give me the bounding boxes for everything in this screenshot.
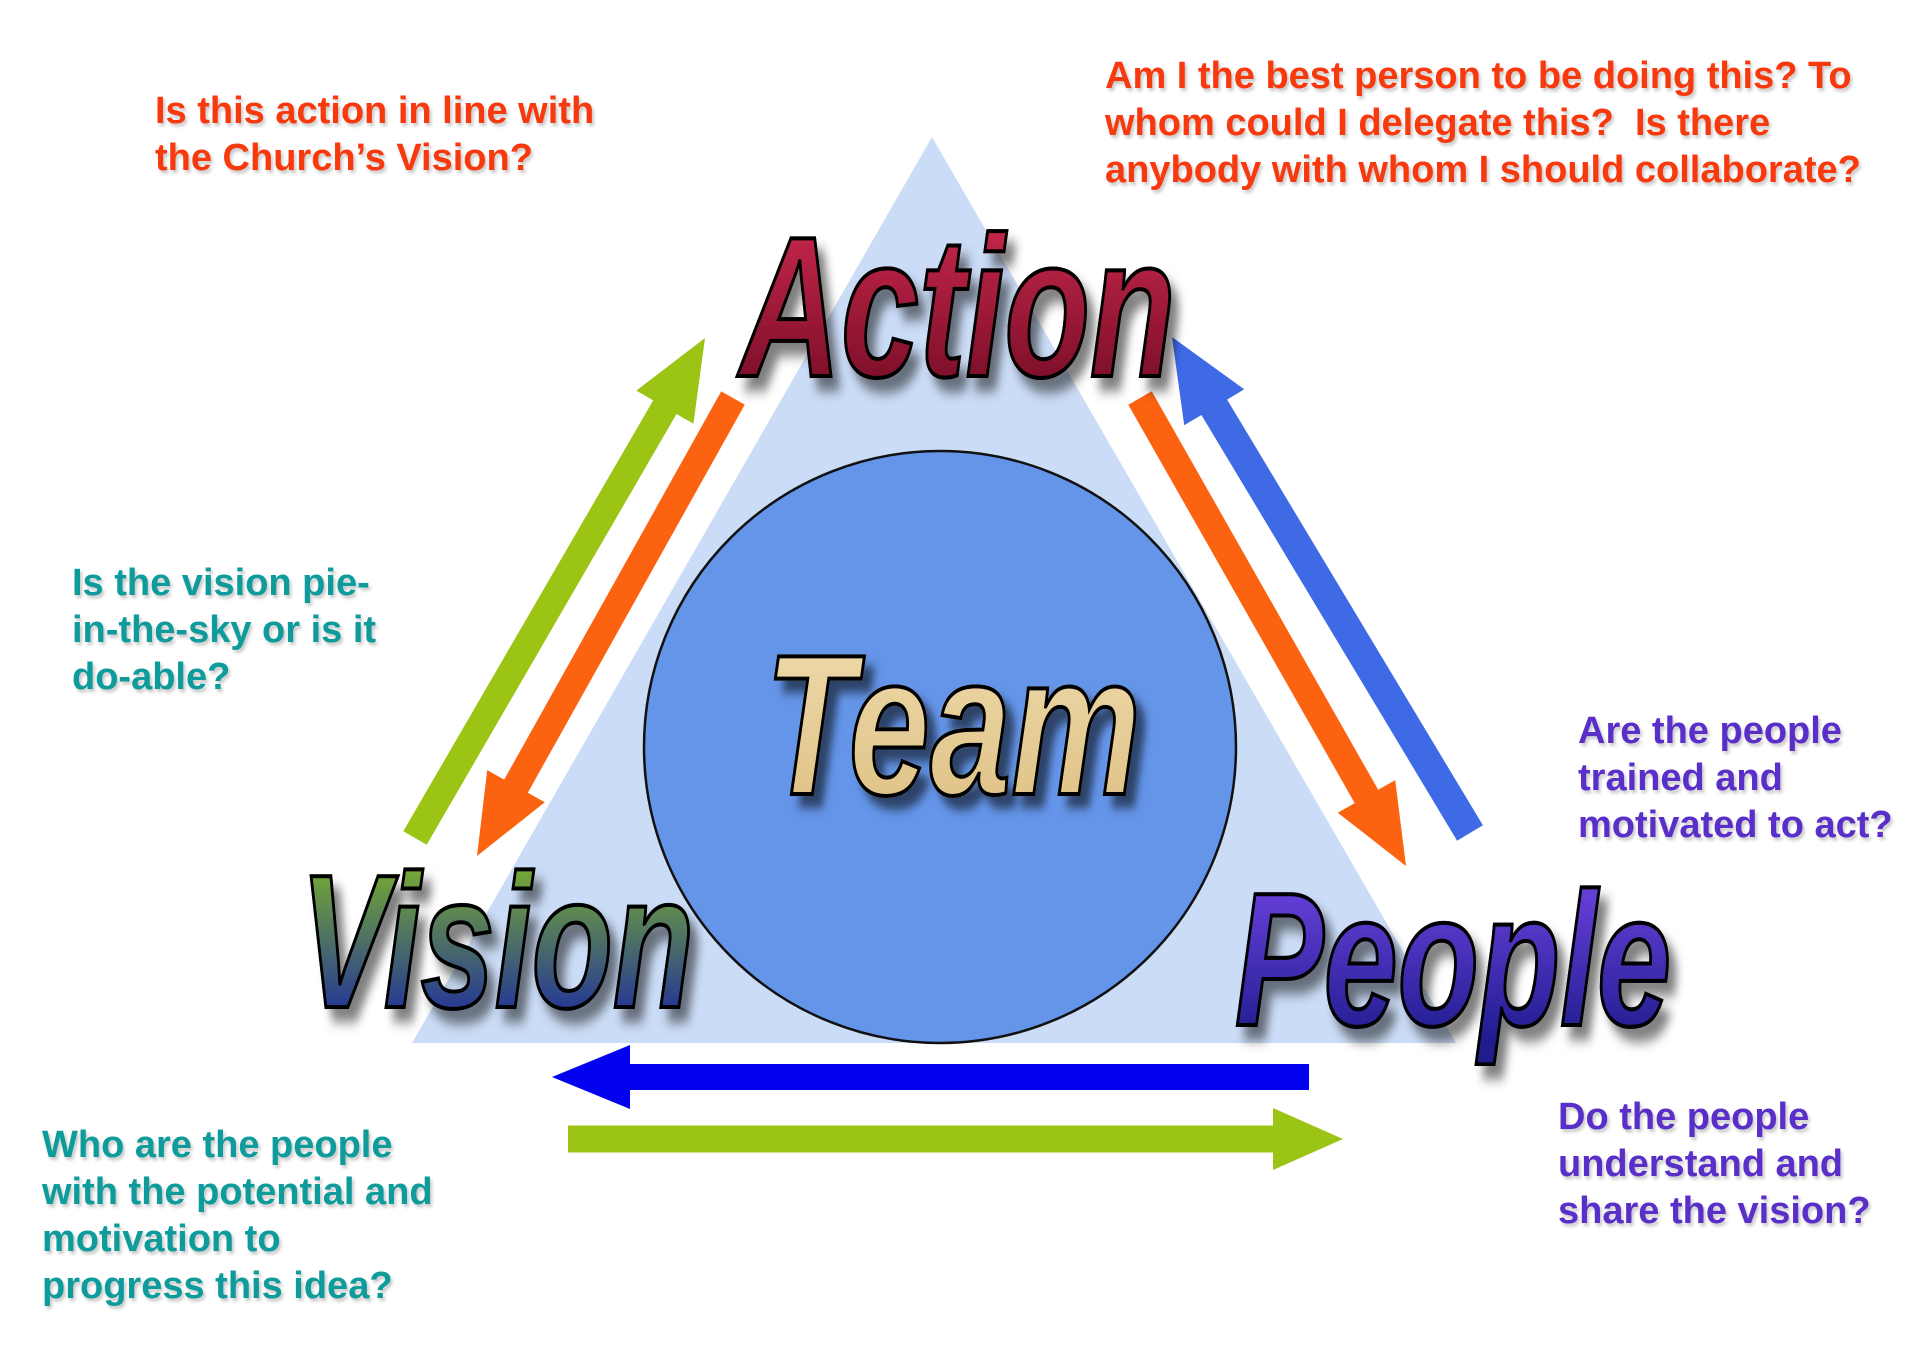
annotation-line: Am I the best person to be doing this? T…	[1105, 55, 1852, 97]
people-to-vision-arrow	[552, 1045, 1309, 1109]
people-to-action-arrow	[1172, 337, 1483, 841]
team-circle	[642, 449, 1238, 1045]
annotation-line: with the potential and	[42, 1171, 433, 1213]
annotation-line: Is this action in line with	[155, 90, 595, 132]
vision-to-action-arrow	[403, 338, 705, 845]
annotation-line: do-able?	[72, 656, 231, 698]
annotation-people-potential: Who are the people with the potential an…	[42, 1122, 433, 1310]
annotation-line: motivation to	[42, 1218, 281, 1260]
annotation-line: Who are the people	[42, 1124, 393, 1166]
annotation-people-readiness: Are the people trained and motivated to …	[1578, 708, 1893, 849]
vision-to-people-arrow	[568, 1108, 1343, 1170]
annotation-line: motivated to act?	[1578, 804, 1893, 846]
action-to-vision-arrow	[477, 391, 745, 856]
arrows-layer	[403, 337, 1483, 1170]
action-to-people-arrow	[1128, 391, 1406, 866]
annotation-line: trained and	[1578, 757, 1783, 799]
annotation-line: anybody with whom I should collaborate?	[1105, 149, 1861, 191]
annotation-line: in-the-sky or is it	[72, 609, 377, 651]
annotation-line: Is the vision pie-	[72, 562, 370, 604]
annotation-vision-feasibility: Is the vision pie- in-the-sky or is it d…	[72, 560, 376, 701]
annotation-line: progress this idea?	[42, 1265, 393, 1307]
annotation-delegation: Am I the best person to be doing this? T…	[1105, 53, 1861, 194]
annotation-shared-vision: Do the people understand and share the v…	[1558, 1094, 1871, 1235]
vertex-label-people: People	[1234, 854, 1673, 1066]
annotation-line: Do the people	[1558, 1096, 1810, 1138]
annotation-line: Are the people	[1578, 710, 1842, 752]
annotation-line: the Church’s Vision?	[155, 137, 533, 179]
vertex-label-vision: Vision	[299, 836, 696, 1048]
center-label-team: Team	[764, 614, 1143, 837]
annotation-line: whom could I delegate this? Is there	[1105, 102, 1771, 144]
annotation-line: understand and	[1558, 1143, 1844, 1185]
vertex-label-action: Action	[739, 196, 1177, 419]
annotation-action-alignment: Is this action in line with the Church’s…	[155, 88, 594, 182]
annotation-line: share the vision?	[1558, 1190, 1871, 1232]
